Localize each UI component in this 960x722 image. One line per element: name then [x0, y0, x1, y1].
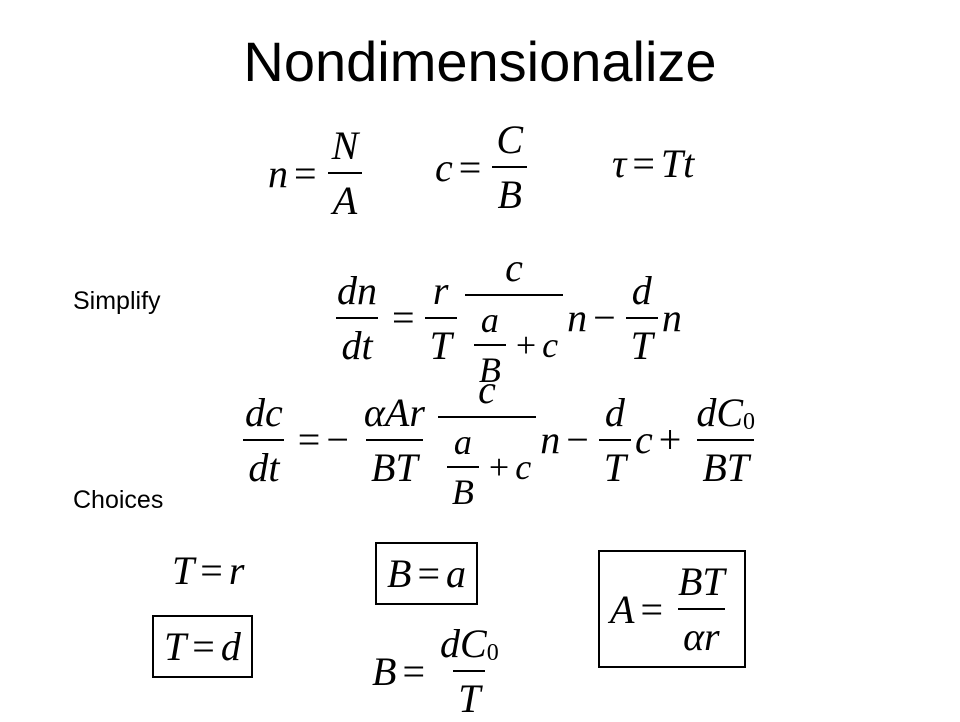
equals-sign: = — [297, 417, 321, 462]
lhs-B: B — [387, 551, 412, 596]
lhs-T: T — [172, 548, 195, 593]
choice-T-equals-r: T = r — [172, 547, 244, 594]
rhs-Tt: Tt — [660, 141, 695, 186]
fraction-a-over-B: a B — [473, 299, 506, 391]
plus-sign: + — [658, 417, 682, 462]
term-n: n — [661, 295, 682, 340]
fraction-N-over-A: N A — [327, 122, 364, 224]
numerator-a: a — [453, 422, 472, 462]
rhs-a: a — [446, 551, 466, 596]
choices-label: Choices — [73, 486, 164, 514]
lhs-B: B — [372, 648, 397, 694]
fraction-dn-over-dt: dn dt — [332, 267, 382, 369]
fraction-alphaAr-over-BT: αAr BT — [359, 389, 430, 491]
denominator-T: T — [598, 438, 631, 491]
plus-sign: + — [488, 447, 510, 487]
equals-sign: = — [417, 551, 440, 596]
fraction-d-over-T: d T — [625, 267, 658, 369]
equals-sign: = — [294, 150, 317, 196]
denominator-alpha-r: αr — [678, 608, 725, 660]
choice-A-equals-BT-over-alpha-r-box: A = BT αr — [598, 550, 746, 668]
simplify-label: Simplify — [73, 287, 161, 315]
denominator-BT: BT — [366, 438, 423, 491]
rhs-r: r — [228, 548, 245, 593]
term-dC: dC — [696, 389, 744, 435]
numerator-a: a — [480, 300, 499, 340]
lhs-T: T — [164, 624, 187, 669]
scaling-c-equation: c = C B — [435, 116, 532, 218]
lhs-c: c — [435, 144, 453, 190]
numerator-BT: BT — [678, 559, 725, 604]
equals-sign: = — [458, 144, 482, 190]
numerator-C: C — [496, 117, 524, 162]
denominator-B: B — [492, 166, 527, 218]
equals-sign: = — [200, 548, 223, 593]
numerator-d: d — [604, 389, 625, 435]
equals-sign: = — [402, 648, 425, 694]
compound-denominator: a B + c — [437, 416, 537, 513]
numerator-c: c — [505, 245, 523, 290]
fraction-c-over-a-B-plus-c: c a B + c — [437, 366, 537, 513]
denominator-T: T — [625, 316, 658, 369]
term-n: n — [540, 417, 561, 462]
denominator-dt: dt — [336, 316, 378, 369]
term-n: n — [567, 295, 588, 340]
numerator-alphaAr: αAr — [363, 389, 425, 435]
numerator-d: d — [631, 267, 652, 313]
term-dC: dC — [440, 621, 487, 666]
numerator-r: r — [432, 267, 449, 313]
minus-sign: − — [593, 295, 616, 340]
subscript-0: 0 — [486, 640, 499, 666]
minus-sign: − — [566, 417, 589, 462]
denominator-B: B — [473, 344, 506, 391]
subscript-0: 0 — [743, 408, 756, 435]
equals-sign: = — [192, 624, 215, 669]
equals-sign: = — [640, 586, 663, 632]
fraction-d-over-T: d T — [598, 389, 631, 491]
fraction-a-over-B: a B — [446, 421, 479, 513]
lhs-A: A — [610, 586, 635, 632]
rhs-d: d — [220, 624, 241, 669]
fraction-BT-over-alpha-r: BT αr — [673, 558, 730, 660]
plus-sign: + — [515, 325, 537, 365]
denominator-T: T — [453, 670, 486, 722]
dc-dt-equation: dc dt = − αAr BT c a B + c n − d T c + d… — [236, 366, 764, 513]
lhs-n: n — [268, 150, 288, 196]
denominator-dt: dt — [243, 438, 285, 491]
equals-sign: = — [392, 295, 415, 340]
term-c: c — [635, 417, 653, 462]
numerator-N: N — [331, 123, 359, 168]
fraction-C-over-B: C B — [491, 116, 528, 218]
choice-T-equals-d-box: T = d — [152, 615, 253, 678]
denominator-BT: BT — [697, 438, 755, 491]
numerator-c: c — [478, 367, 496, 412]
denominator-B: B — [446, 466, 479, 513]
lhs-tau: τ — [612, 141, 627, 186]
equals-sign: = — [632, 141, 655, 186]
fraction-dc-over-dt: dc dt — [240, 389, 288, 491]
numerator-dc: dc — [245, 389, 283, 435]
choice-B-equals-a-box: B = a — [375, 542, 478, 605]
minus-sign: − — [326, 417, 349, 462]
compound-denominator: a B + c — [464, 294, 564, 391]
fraction-c-over-a-B-plus-c: c a B + c — [464, 244, 564, 391]
scaling-tau-equation: τ = Tt — [612, 140, 694, 187]
numerator-dn: dn — [337, 267, 377, 313]
slide-title: Nondimensionalize — [243, 30, 717, 93]
denominator-T: T — [424, 316, 457, 369]
fraction-r-over-T: r T — [424, 267, 457, 369]
term-c: c — [542, 325, 559, 365]
scaling-n-equation: n = N A — [268, 122, 367, 224]
term-c: c — [515, 447, 532, 487]
dn-dt-equation: dn dt = r T c a B + c n − d T n — [328, 244, 682, 391]
denominator-A: A — [327, 172, 363, 224]
